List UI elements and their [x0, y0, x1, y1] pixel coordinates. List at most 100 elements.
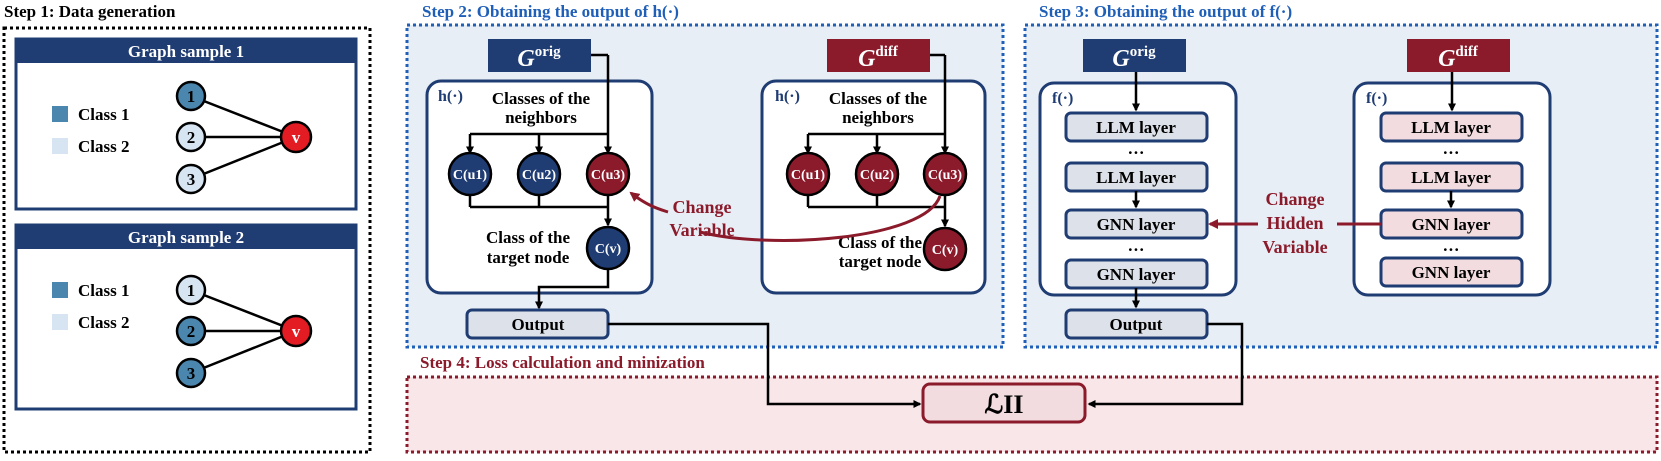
node-cu3-orig: [585, 151, 631, 197]
node-v-label: v: [292, 128, 301, 147]
step3-title: Step 3: Obtaining the output of f(·): [1039, 2, 1292, 21]
gnn-layer-1-orig: [1064, 208, 1209, 240]
node-3: [175, 357, 207, 389]
legend-class2-swatch: [52, 138, 68, 154]
change-variable-arrow: [629, 191, 669, 214]
graph-sample-2-title: Graph sample 2: [128, 228, 244, 247]
node-v: [279, 120, 313, 154]
node-cu2-diff: [854, 151, 900, 197]
step3-panel: Step 3: Obtaining the output of f(·) Gor…: [1023, 2, 1659, 349]
g-diff-label: Gdiff: [858, 44, 899, 72]
node-cu1-orig-label: C(u1): [453, 168, 488, 183]
neighbors-title-line2: neighbors: [505, 108, 577, 127]
node-cv-diff: [922, 226, 968, 272]
gnn-layer-2-orig-label: GNN layer: [1097, 265, 1176, 284]
ellipsis: ···: [1442, 143, 1459, 162]
edge-1-v: [190, 288, 297, 333]
gnn-layer-2-diff: [1379, 256, 1524, 288]
ellipsis: ···: [1127, 240, 1144, 259]
node-cu3-diff-label: C(u3): [928, 168, 963, 183]
node-1: [175, 80, 207, 112]
h-label-orig: h(·): [438, 88, 463, 105]
change-variable-curve: [699, 195, 942, 242]
gnn-layer-1-diff-label: GNN layer: [1412, 215, 1491, 234]
loss-label: ℒII: [985, 390, 1024, 419]
graph-sample-1-header: [16, 39, 356, 63]
change-variable-line2: Variable: [669, 220, 734, 240]
h-label-diff: h(·): [775, 88, 800, 105]
node-cu1-diff: [785, 151, 831, 197]
g-diff-box-f: [1407, 39, 1510, 72]
output-label-f: Output: [1110, 315, 1163, 334]
graph-sample-2-header: [16, 225, 356, 249]
llm-layer-1-orig-label: LLM layer: [1096, 118, 1176, 137]
node-3-label: 3: [187, 364, 196, 383]
g-orig-box-f: [1083, 39, 1186, 72]
llm-layer-2-orig-label: LLM layer: [1096, 168, 1176, 187]
node-cu1-orig: [447, 151, 493, 197]
node-cv-diff-label: C(v): [932, 243, 959, 258]
output-label-h: Output: [512, 315, 565, 334]
change-hidden-line1: Change: [1265, 189, 1324, 209]
node-cu1-diff-label: C(u1): [791, 168, 826, 183]
neighbors-title-line1: Classes of the: [492, 89, 591, 108]
node-2-label: 2: [187, 322, 196, 341]
step2-title: Step 2: Obtaining the output of h(·): [422, 2, 679, 21]
graph-sample-2: Graph sample 2 Class 1 Class 2 1 2 3 v: [14, 223, 358, 411]
change-hidden-line3: Variable: [1262, 237, 1327, 257]
legend-class2-swatch: [52, 314, 68, 330]
step1-panel: Step 1: Data generation Graph sample 1 C…: [2, 2, 372, 454]
node-cu2-orig: [516, 151, 562, 197]
g-orig-label: Gorig: [517, 44, 561, 72]
ellipsis: ···: [1442, 240, 1459, 259]
node-1-label: 1: [187, 87, 196, 106]
f-label-orig: f(·): [1052, 90, 1073, 107]
target-title-line1: Class of the: [486, 228, 571, 247]
arrow-cv-to-output: [535, 270, 610, 310]
g-orig-label-f: Gorig: [1112, 44, 1156, 72]
step4-title: Step 4: Loss calculation and minization: [420, 353, 705, 372]
node-cv-orig-label: C(v): [595, 242, 622, 257]
neighbors-title-line2: neighbors: [842, 108, 914, 127]
g-diff-box: [827, 39, 930, 72]
node-v: [279, 314, 313, 348]
legend-class1-label: Class 1: [78, 105, 129, 124]
legend-class1-swatch: [52, 106, 68, 122]
node-cu3-orig-label: C(u3): [591, 168, 626, 183]
node-2: [175, 315, 207, 347]
node-v-label: v: [292, 322, 301, 341]
arrow-f-output-to-loss: [1087, 322, 1244, 408]
node-3-label: 3: [187, 170, 196, 189]
node-1-label: 1: [187, 281, 196, 300]
change-hidden-line2: Hidden: [1266, 213, 1323, 233]
target-title-line2: target node: [487, 248, 570, 267]
node-2-label: 2: [187, 128, 196, 147]
node-2: [175, 121, 207, 153]
llm-layer-1-diff: [1379, 111, 1524, 143]
neighbors-title-line1: Classes of the: [829, 89, 928, 108]
step2-panel: Step 2: Obtaining the output of h(·) Gor…: [405, 2, 1005, 349]
legend-class2-label: Class 2: [78, 313, 129, 332]
g-orig-box: [488, 39, 591, 72]
node-cv-orig: [585, 225, 631, 271]
llm-layer-1-orig: [1064, 111, 1209, 143]
loss-box: [921, 382, 1087, 424]
legend-class1-swatch: [52, 282, 68, 298]
graph-sample-1-title: Graph sample 1: [128, 42, 244, 61]
edge-3-v: [190, 329, 297, 375]
step1-title: Step 1: Data generation: [4, 2, 176, 21]
arrow-h-output-to-loss: [608, 322, 922, 408]
gnn-layer-2-diff-label: GNN layer: [1412, 263, 1491, 282]
node-1: [175, 274, 207, 306]
legend-class2-label: Class 2: [78, 137, 129, 156]
g-diff-label-f: Gdiff: [1438, 44, 1479, 72]
llm-layer-2-diff-label: LLM layer: [1411, 168, 1491, 187]
node-cu2-diff-label: C(u2): [860, 168, 895, 183]
node-cu3-diff: [922, 151, 968, 197]
change-variable-line1: Change: [672, 197, 731, 217]
node-3: [175, 163, 207, 195]
node-cu2-orig-label: C(u2): [522, 168, 557, 183]
ellipsis: ···: [1127, 143, 1144, 162]
target-title-line1: Class of the: [838, 233, 923, 252]
graph-sample-1: Graph sample 1 Class 1 Class 2 1 2 3 v: [14, 37, 358, 211]
